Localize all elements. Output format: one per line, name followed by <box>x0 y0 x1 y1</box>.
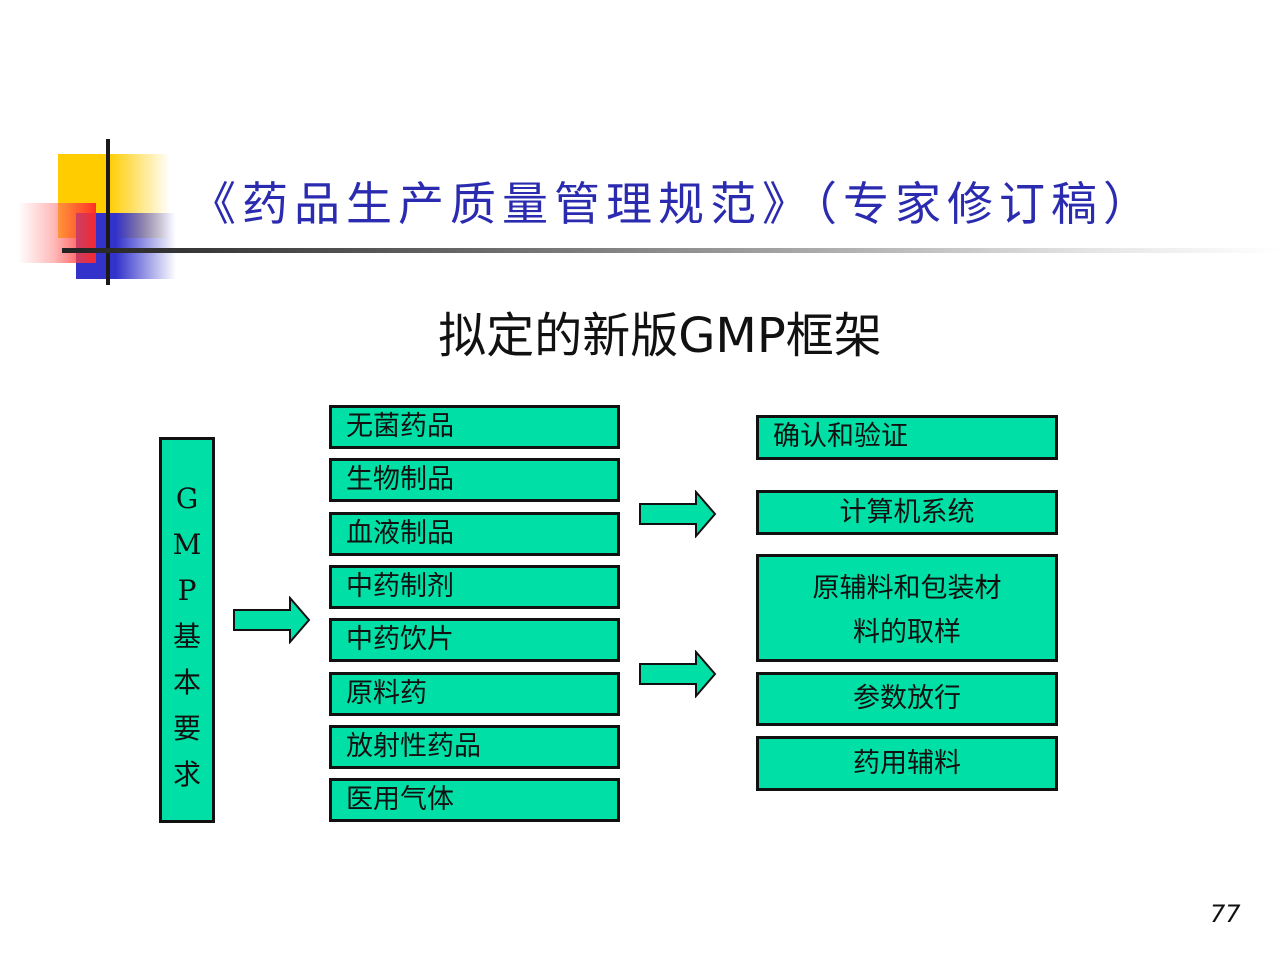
annex-item-validation: 确认和验证 <box>756 415 1058 460</box>
annex-item-computer-systems: 计算机系统 <box>756 490 1058 535</box>
annex-item: 医用气体 <box>329 778 620 822</box>
annex-item: 无菌药品 <box>329 405 620 449</box>
slide-title: 《药品生产质量管理规范》（专家修订稿） <box>190 177 1155 231</box>
annex-item-excipients: 药用辅料 <box>756 736 1058 791</box>
annex-item-sampling: 原辅料和包装材 料的取样 <box>756 554 1058 662</box>
decor-red-square <box>18 203 96 263</box>
decor-vertical-line <box>106 139 110 285</box>
annex-item: 生物制品 <box>329 458 620 502</box>
root-box-gmp-basic-requirements: G M P 基 本 要 求 <box>159 437 215 823</box>
root-char: P <box>177 574 197 607</box>
annex-item: 血液制品 <box>329 512 620 556</box>
annex-item: 中药制剂 <box>329 565 620 609</box>
root-char: 本 <box>172 666 201 699</box>
page-number: 77 <box>1210 900 1241 928</box>
root-char: M <box>172 528 202 561</box>
root-char: 求 <box>172 758 201 791</box>
diagram-subtitle: 拟定的新版GMP框架 <box>438 308 882 364</box>
arrow-right-icon <box>639 490 717 538</box>
annex-item-parametric-release: 参数放行 <box>756 672 1058 726</box>
annex-item-sampling-line: 原辅料和包装材 <box>812 573 1002 604</box>
title-underline <box>62 248 1280 253</box>
annex-item: 中药饮片 <box>329 618 620 662</box>
arrow-right-icon <box>639 650 717 698</box>
annex-item: 原料药 <box>329 672 620 716</box>
root-char: 要 <box>172 712 201 745</box>
root-char: 基 <box>172 620 201 653</box>
arrow-right-icon <box>233 596 311 644</box>
root-char: G <box>175 482 199 515</box>
annex-item: 放射性药品 <box>329 725 620 769</box>
annex-item-sampling-line: 料的取样 <box>853 617 961 648</box>
